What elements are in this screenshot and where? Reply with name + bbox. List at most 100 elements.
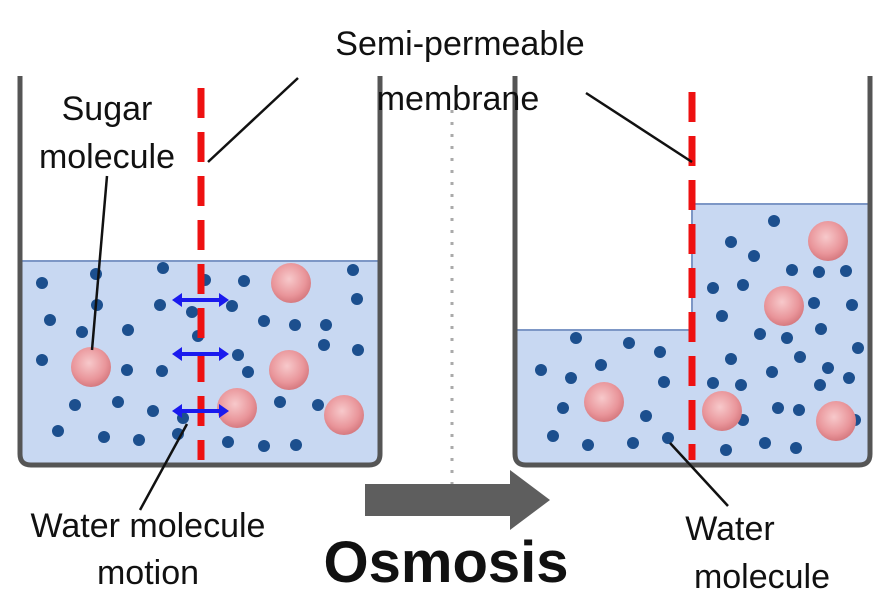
water-molecule (90, 268, 102, 280)
water-molecule (840, 265, 852, 277)
water-molecule (351, 293, 363, 305)
sugar-molecule (816, 401, 856, 441)
water-molecule (133, 434, 145, 446)
water-molecule (786, 264, 798, 276)
sugar-molecule (71, 347, 111, 387)
membrane-label-line1: Semi-permeable (335, 25, 584, 63)
right-arrow-icon (365, 470, 550, 530)
water-molecule (320, 319, 332, 331)
water-molecule (658, 376, 670, 388)
double-headed-arrow-icon (172, 293, 229, 307)
water-molecule (69, 399, 81, 411)
water-molecule (720, 444, 732, 456)
water-molecule (226, 300, 238, 312)
water-molecule (44, 314, 56, 326)
water-molecule (852, 342, 864, 354)
sugar-label-line1: Sugar (62, 90, 153, 128)
water-molecule (735, 379, 747, 391)
water-molecule (157, 262, 169, 274)
right-water-surface (517, 203, 868, 331)
water-molecule (707, 377, 719, 389)
water-molecule (318, 339, 330, 351)
motion-arrows (172, 293, 229, 418)
membrane-leader-left (207, 77, 299, 163)
water-molecule (156, 365, 168, 377)
water-molecule (627, 437, 639, 449)
water-molecule (238, 275, 250, 287)
sugar-label-line2: molecule (39, 138, 175, 176)
water-molecule (794, 351, 806, 363)
motion-leader (138, 423, 189, 511)
water-molecule (716, 310, 728, 322)
water-molecule (737, 279, 749, 291)
water-molecule (547, 430, 559, 442)
water-molecule (766, 366, 778, 378)
water-molecule (535, 364, 547, 376)
water-molecule (813, 266, 825, 278)
water-molecule (242, 366, 254, 378)
water-molecule (768, 215, 780, 227)
sugar-molecule (764, 286, 804, 326)
water-molecule (98, 431, 110, 443)
sugar-molecule (702, 391, 742, 431)
water-molecule (595, 359, 607, 371)
water-molecule (36, 277, 48, 289)
water-molecule (347, 264, 359, 276)
water-molecule (352, 344, 364, 356)
water-molecule (654, 346, 666, 358)
water-molecule (725, 353, 737, 365)
water-molecule (147, 405, 159, 417)
right-beaker (512, 76, 873, 468)
sugar-molecule (584, 382, 624, 422)
water-molecule (843, 372, 855, 384)
water-molecule (557, 402, 569, 414)
water-molecule (52, 425, 64, 437)
right-water-molecules (535, 215, 864, 456)
water-molecule (822, 362, 834, 374)
motion-label-line1: Water molecule (31, 507, 266, 545)
left-beaker (17, 76, 383, 468)
double-headed-arrow-icon (172, 404, 229, 418)
water-molecule (122, 324, 134, 336)
water-molecule (640, 410, 652, 422)
left-container (17, 76, 383, 468)
water-molecule (793, 404, 805, 416)
water-molecule (808, 297, 820, 309)
water-molecule (815, 323, 827, 335)
water-molecule (846, 299, 858, 311)
membrane-leader-right (585, 91, 693, 164)
water-molecule (258, 315, 270, 327)
water-molecule (76, 326, 88, 338)
sugar-molecule (271, 263, 311, 303)
right-sugar-molecules (584, 221, 856, 441)
water-label-line1: Water (685, 510, 774, 548)
water-label-line2: molecule (694, 558, 830, 596)
water-molecule (232, 349, 244, 361)
water-molecule (36, 354, 48, 366)
water-molecule (725, 236, 737, 248)
water-molecule (154, 299, 166, 311)
water-molecule (814, 379, 826, 391)
water-molecule (707, 282, 719, 294)
water-molecule (582, 439, 594, 451)
water-molecule (748, 250, 760, 262)
water-molecule (290, 439, 302, 451)
water-molecule (121, 364, 133, 376)
water-molecule (623, 337, 635, 349)
water-molecule (781, 332, 793, 344)
water-molecule (754, 328, 766, 340)
water-molecule (772, 402, 784, 414)
water-molecule (565, 372, 577, 384)
water-leader (669, 442, 729, 507)
water-molecule (258, 440, 270, 452)
double-headed-arrow-icon (172, 347, 229, 361)
water-molecule (662, 432, 674, 444)
water-molecule (570, 332, 582, 344)
water-molecule (289, 319, 301, 331)
water-molecule (186, 306, 198, 318)
sugar-molecule (217, 388, 257, 428)
sugar-molecule (324, 395, 364, 435)
water-molecule (222, 436, 234, 448)
